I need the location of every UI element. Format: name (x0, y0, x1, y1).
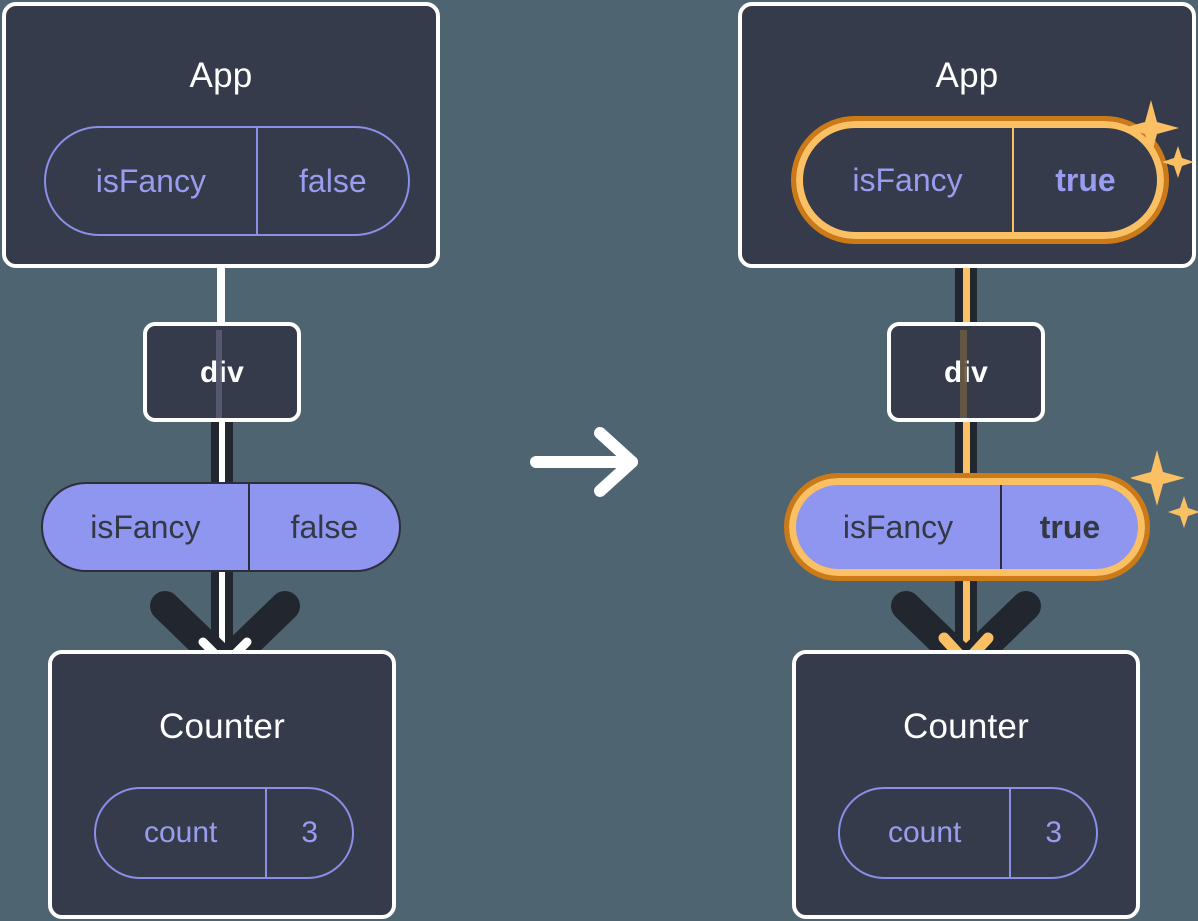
connector-app-to-div-before (217, 266, 225, 324)
pill-key: count (887, 816, 962, 849)
app-card-title: App (935, 56, 999, 95)
connector-line-ghost (216, 330, 222, 418)
sparkles-icon-app (1123, 98, 1195, 188)
connector-line (217, 266, 225, 324)
pill-value: true (1012, 128, 1157, 232)
pill-key: isFancy (842, 508, 954, 545)
counter-card-title: Counter (903, 707, 1029, 746)
pill-value: false (247, 484, 399, 570)
counter-state-pill-after[interactable]: count 3 (838, 787, 1098, 879)
pill-key: isFancy (852, 161, 963, 198)
app-card-title: App (189, 56, 253, 95)
connector-line-core (963, 228, 970, 324)
app-card-before[interactable]: App isFancy false (2, 2, 440, 268)
app-state-pill-after[interactable]: isFancy true (791, 116, 1169, 244)
connector-line-core (963, 420, 970, 486)
pill-value: 3 (1009, 789, 1096, 877)
sparkles-icon-prop (1129, 448, 1198, 538)
pill-value: false (255, 128, 408, 234)
connector-through-div-after (960, 330, 967, 418)
counter-card-title: Counter (159, 707, 285, 746)
transition-arrow-icon (528, 425, 648, 500)
connector-line-core (219, 566, 225, 666)
connector-line-core (963, 566, 970, 666)
counter-state-pill-before[interactable]: count 3 (94, 787, 354, 879)
pill-key: isFancy (90, 508, 201, 545)
pill-value: true (1000, 485, 1138, 569)
connector-line-ghost (960, 330, 967, 418)
counter-card-before[interactable]: Counter count 3 (48, 650, 396, 919)
pill-key: isFancy (95, 162, 206, 199)
prop-pill-after[interactable]: isFancy true (784, 473, 1150, 581)
div-card-before[interactable]: div (143, 322, 301, 422)
connector-div-to-pill-after (955, 420, 977, 486)
app-state-pill-before[interactable]: isFancy false (44, 126, 410, 236)
counter-card-after[interactable]: Counter count 3 (792, 650, 1140, 919)
app-card-after[interactable]: App isFancy true (738, 2, 1196, 268)
connector-through-div-before (216, 330, 222, 418)
pill-value: 3 (265, 789, 352, 877)
prop-pill-before[interactable]: isFancy false (41, 482, 401, 572)
div-card-label: div (147, 356, 297, 390)
pill-key: count (143, 816, 218, 849)
